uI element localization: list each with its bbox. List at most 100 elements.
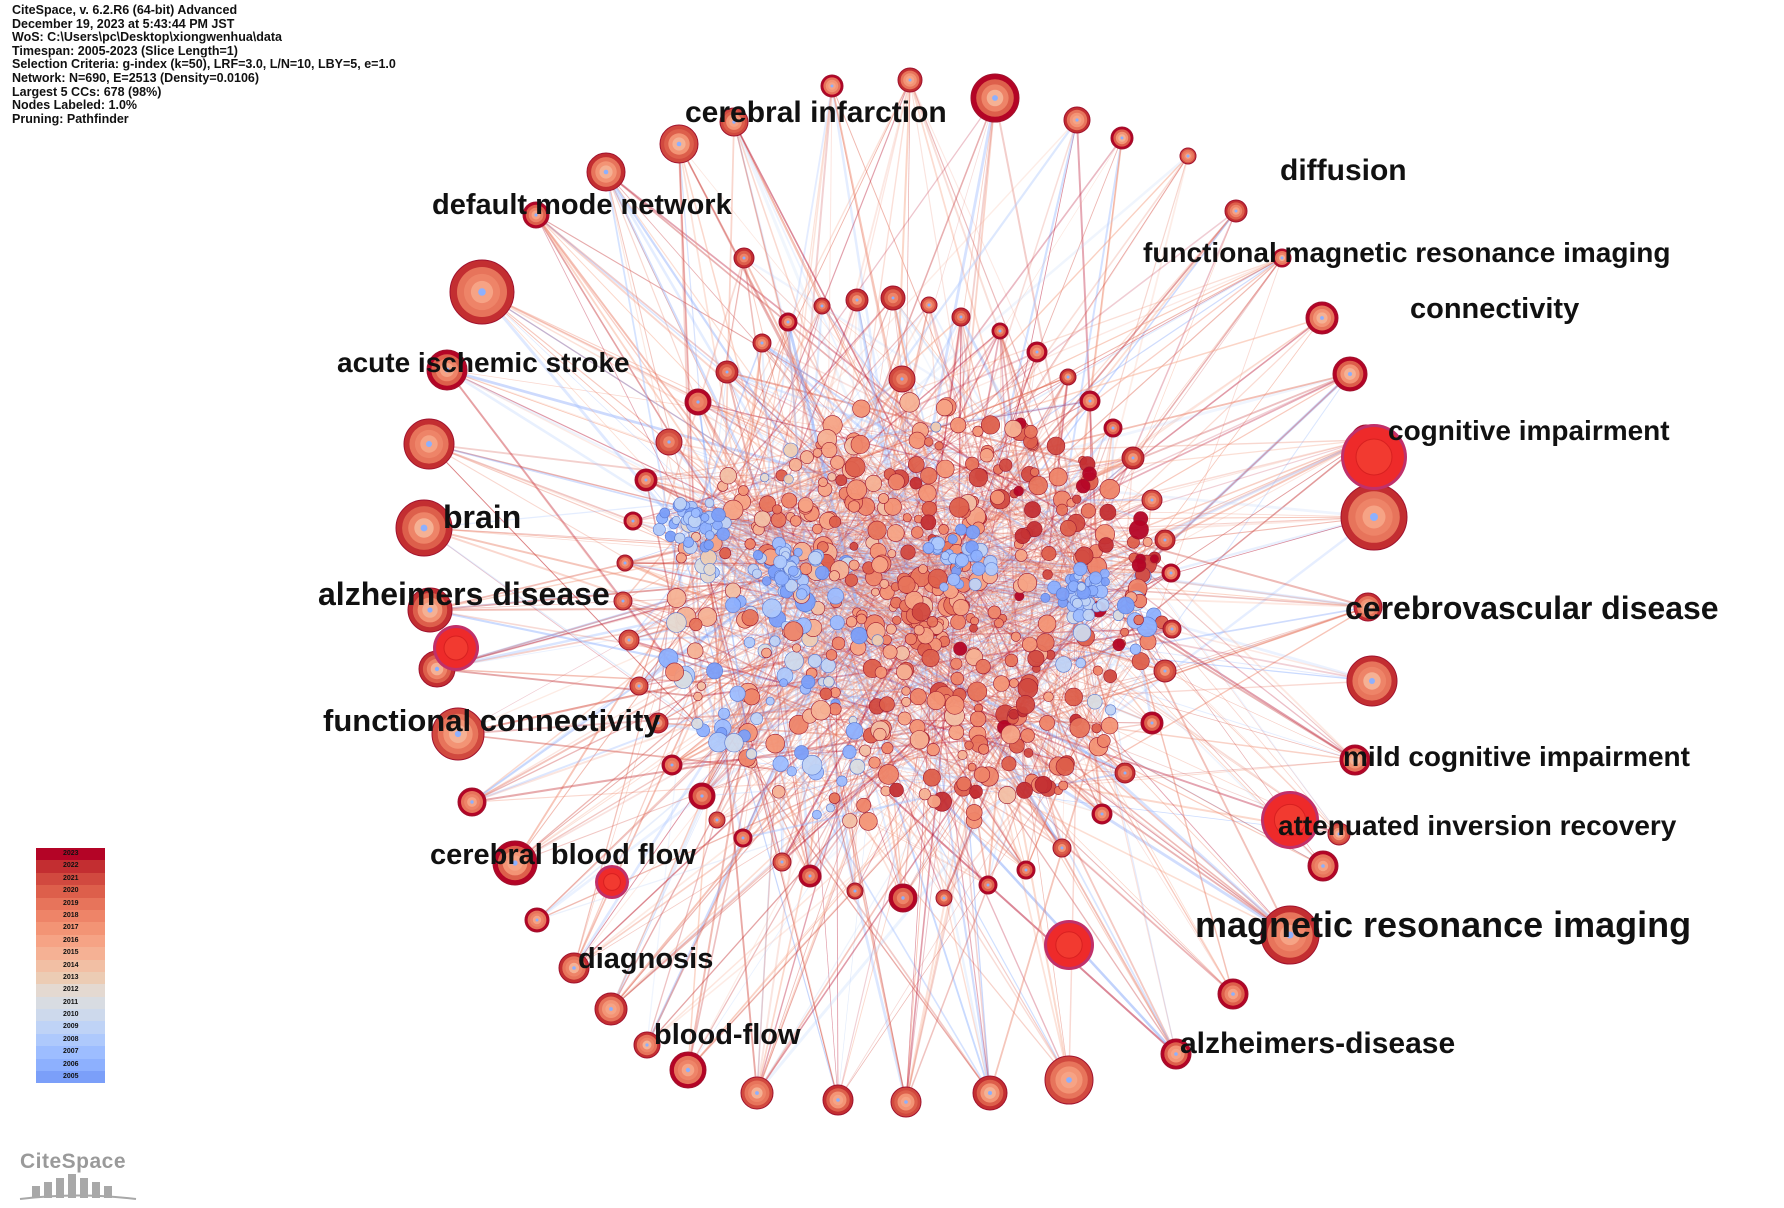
- keyword-node[interactable]: [922, 542, 935, 554]
- keyword-node[interactable]: [703, 562, 717, 576]
- keyword-node[interactable]: [892, 615, 902, 625]
- keyword-node[interactable]: [665, 662, 685, 682]
- keyword-node[interactable]: [973, 766, 991, 783]
- keyword-node[interactable]: [1224, 199, 1248, 223]
- keyword-node[interactable]: [690, 508, 701, 518]
- keyword-node[interactable]: [792, 643, 802, 653]
- keyword-node[interactable]: [845, 616, 858, 628]
- keyword-node[interactable]: [889, 782, 904, 798]
- keyword-node[interactable]: [826, 803, 835, 813]
- keyword-node[interactable]: [850, 626, 868, 645]
- keyword-node[interactable]: [800, 450, 814, 465]
- keyword-node[interactable]: [784, 579, 798, 593]
- keyword-node[interactable]: [689, 617, 703, 632]
- keyword-node[interactable]: [1026, 521, 1043, 538]
- keyword-node[interactable]: [904, 633, 917, 646]
- keyword-node[interactable]: [688, 782, 716, 810]
- keyword-node[interactable]: [822, 1084, 854, 1116]
- keyword-node[interactable]: [1101, 717, 1119, 735]
- keyword-node[interactable]: [820, 74, 844, 98]
- keyword-label[interactable]: cognitive impairment: [1388, 415, 1670, 446]
- keyword-node[interactable]: [664, 530, 677, 543]
- keyword-node[interactable]: [741, 609, 759, 627]
- keyword-node[interactable]: [449, 259, 515, 325]
- keyword-node[interactable]: [1014, 527, 1031, 544]
- keyword-node[interactable]: [842, 813, 858, 829]
- keyword-node[interactable]: [1075, 546, 1094, 565]
- keyword-node[interactable]: [1272, 248, 1292, 268]
- keyword-node[interactable]: [1060, 519, 1077, 537]
- keyword-node[interactable]: [1120, 627, 1129, 637]
- keyword-node[interactable]: [1027, 650, 1045, 668]
- keyword-node[interactable]: [426, 349, 468, 391]
- keyword-node[interactable]: [955, 553, 969, 568]
- keyword-node[interactable]: [1023, 748, 1034, 758]
- keyword-node[interactable]: [1042, 569, 1053, 580]
- keyword-node[interactable]: [1260, 905, 1320, 965]
- keyword-label[interactable]: diagnosis: [578, 943, 713, 975]
- keyword-node[interactable]: [1015, 695, 1036, 715]
- keyword-node[interactable]: [691, 717, 704, 730]
- keyword-node[interactable]: [968, 467, 988, 488]
- keyword-node[interactable]: [718, 707, 730, 720]
- keyword-node[interactable]: [1353, 592, 1383, 622]
- keyword-node[interactable]: [969, 784, 983, 799]
- keyword-node[interactable]: [921, 501, 937, 517]
- keyword-node[interactable]: [1016, 860, 1036, 880]
- keyword-node[interactable]: [595, 865, 629, 899]
- keyword-node[interactable]: [830, 455, 845, 470]
- keyword-node[interactable]: [994, 618, 1004, 628]
- keyword-node[interactable]: [810, 700, 832, 721]
- keyword-node[interactable]: [859, 744, 872, 757]
- keyword-node[interactable]: [881, 742, 894, 755]
- keyword-label[interactable]: functional connectivity: [323, 703, 661, 738]
- keyword-node[interactable]: [923, 768, 941, 787]
- keyword-node[interactable]: [633, 1031, 661, 1059]
- keyword-node[interactable]: [984, 562, 999, 576]
- keyword-node[interactable]: [704, 498, 715, 508]
- keyword-node[interactable]: [897, 67, 923, 93]
- keyword-node[interactable]: [395, 499, 453, 557]
- keyword-node[interactable]: [911, 602, 931, 622]
- keyword-node[interactable]: [1043, 691, 1054, 702]
- keyword-node[interactable]: [1048, 467, 1068, 487]
- keyword-node[interactable]: [829, 615, 845, 630]
- keyword-node[interactable]: [752, 333, 772, 353]
- keyword-node[interactable]: [871, 634, 884, 647]
- keyword-node[interactable]: [1114, 762, 1136, 784]
- keyword-node[interactable]: [693, 691, 703, 702]
- keyword-node[interactable]: [848, 559, 860, 571]
- keyword-node[interactable]: [655, 428, 683, 456]
- keyword-node[interactable]: [765, 733, 785, 754]
- keyword-node[interactable]: [1017, 572, 1038, 593]
- keyword-node[interactable]: [879, 696, 895, 713]
- keyword-node[interactable]: [1004, 653, 1019, 668]
- keyword-node[interactable]: [1161, 563, 1181, 583]
- keyword-node[interactable]: [884, 497, 902, 516]
- keyword-node[interactable]: [1008, 708, 1020, 720]
- keyword-node[interactable]: [878, 764, 899, 785]
- keyword-node[interactable]: [761, 576, 772, 586]
- keyword-node[interactable]: [890, 1086, 922, 1118]
- keyword-node[interactable]: [858, 812, 878, 831]
- keyword-node[interactable]: [808, 551, 823, 566]
- keyword-node[interactable]: [629, 676, 649, 696]
- keyword-node[interactable]: [1340, 483, 1408, 551]
- keyword-node[interactable]: [647, 712, 669, 734]
- keyword-node[interactable]: [1179, 147, 1197, 165]
- keyword-node[interactable]: [618, 629, 640, 651]
- keyword-node[interactable]: [700, 513, 710, 522]
- keyword-node[interactable]: [844, 573, 858, 587]
- keyword-node[interactable]: [846, 882, 864, 900]
- keyword-node[interactable]: [1075, 478, 1091, 494]
- keyword-node[interactable]: [828, 570, 840, 582]
- keyword-node[interactable]: [886, 524, 905, 542]
- keyword-node[interactable]: [827, 472, 837, 482]
- keyword-node[interactable]: [1017, 678, 1039, 699]
- keyword-node[interactable]: [673, 497, 687, 511]
- keyword-node[interactable]: [743, 636, 756, 649]
- keyword-node[interactable]: [1131, 557, 1147, 573]
- keyword-node[interactable]: [918, 564, 928, 574]
- keyword-node[interactable]: [947, 573, 961, 586]
- keyword-node[interactable]: [733, 247, 755, 269]
